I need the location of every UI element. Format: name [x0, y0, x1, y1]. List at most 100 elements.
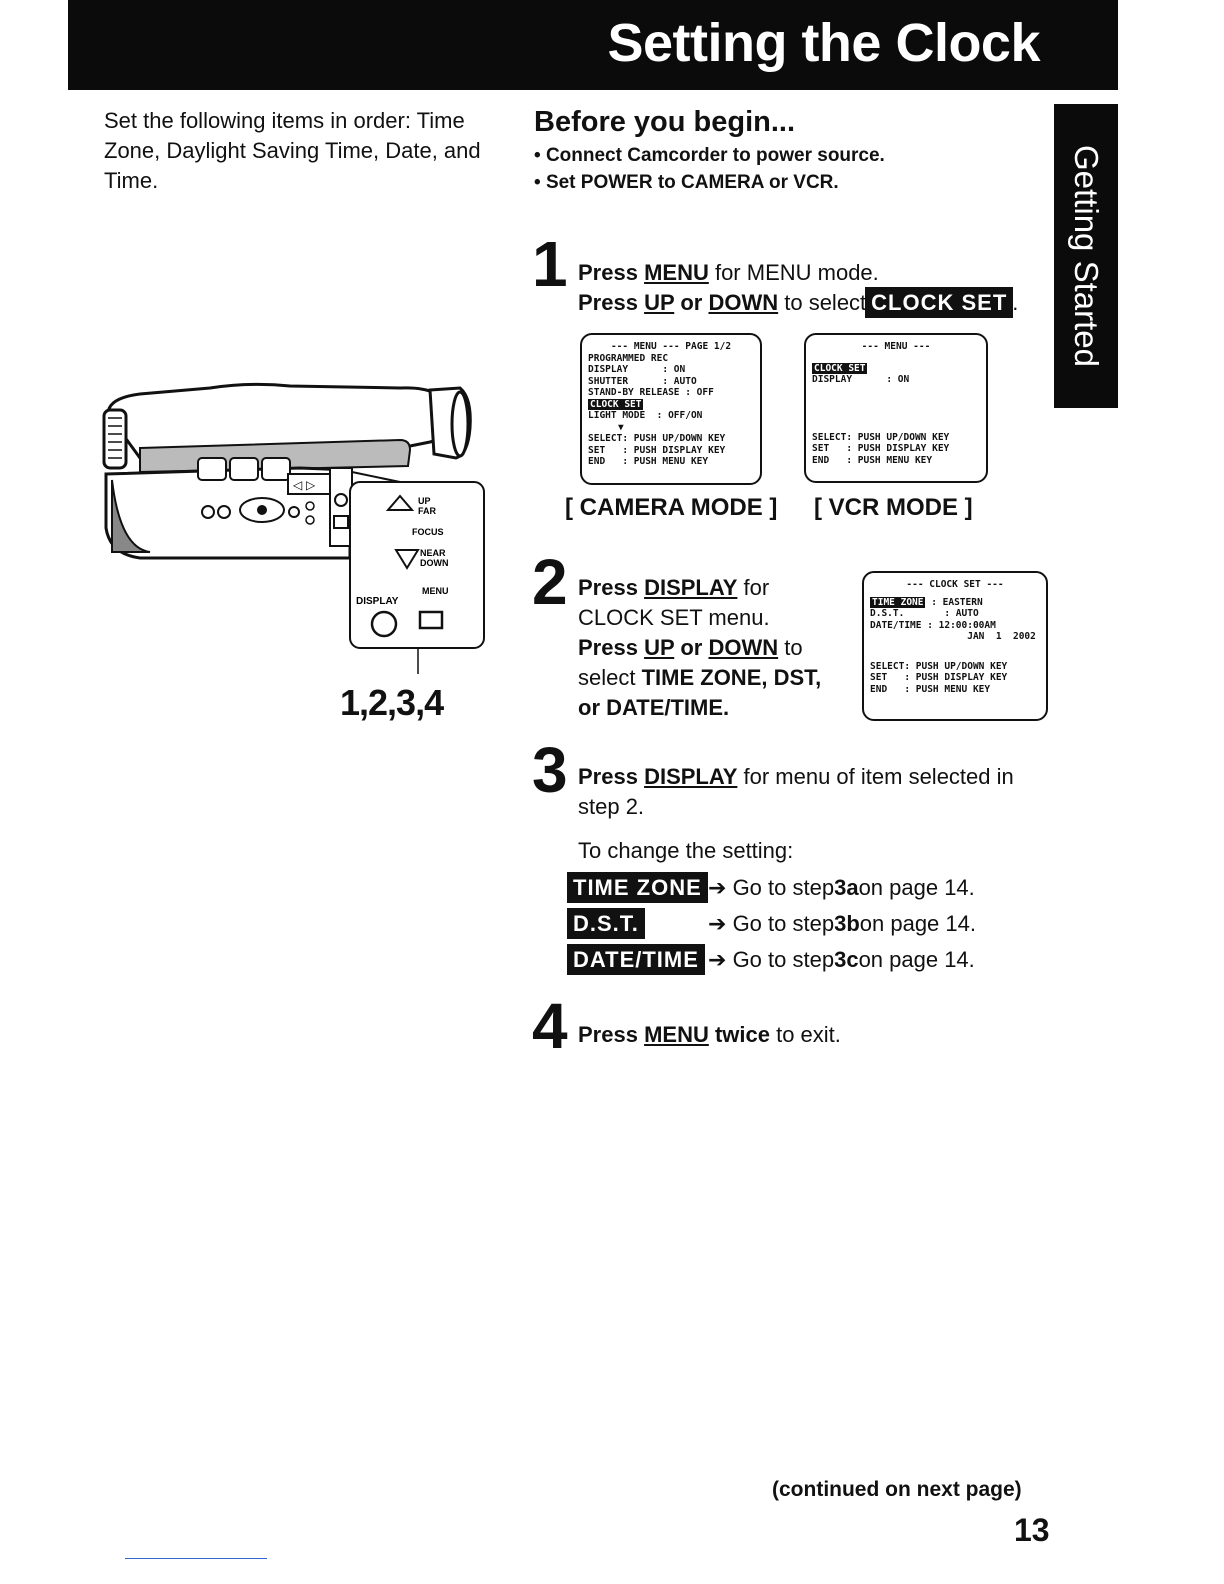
screen-footer-row: SET : PUSH DISPLAY KEY: [588, 444, 726, 456]
step-4-text: Press MENU twice to exit.: [578, 1020, 841, 1050]
step-1-number: 1: [532, 228, 568, 300]
text-segment: for: [737, 575, 770, 600]
text-segment: Press: [578, 575, 645, 600]
text-segment: on page 14.: [859, 911, 976, 936]
setting-options: TIME ZONE ➔ Go to step 3a on page 14. D.…: [567, 870, 976, 978]
near-label: NEAR: [420, 548, 446, 558]
screen-footer-row: SET : PUSH DISPLAY KEY: [812, 443, 950, 454]
continued-note: (continued on next page): [772, 1478, 1022, 1501]
text-segment: Go to step: [732, 947, 835, 972]
camcorder-illustration: ◁ ▷ UP FAR FOCUS NEAR DOWN DISPLAY MENU: [102, 382, 485, 674]
option-row: DATE/TIME ➔ Go to step 3c on page 14.: [567, 942, 976, 978]
footer-rule: [125, 1558, 267, 1559]
text-line: To change the setting:: [578, 838, 794, 863]
step-4-number: 4: [532, 990, 568, 1062]
step-2-number: 2: [532, 546, 568, 618]
option-row: D.S.T. ➔ Go to step 3b on page 14.: [567, 906, 976, 942]
step-ref-3b: 3b: [834, 911, 860, 936]
vcr-mode-screen: --- MENU --- CLOCK SET DISPLAY : ON SELE…: [804, 333, 988, 483]
menu-key: MENU: [644, 1022, 709, 1047]
date-time-tag: DATE/TIME: [567, 944, 705, 975]
before-list: Connect Camcorder to power source. Set P…: [534, 142, 885, 196]
text-segment: TIME ZONE, DST,: [641, 665, 822, 690]
text-segment: Go to step: [732, 875, 835, 900]
up-key: UP: [644, 290, 675, 315]
text-segment: Press: [578, 290, 645, 315]
screen-footer-row: SELECT: PUSH UP/DOWN KEY: [812, 431, 950, 443]
selected-item: CLOCK SET: [812, 362, 868, 374]
before-heading: Before you begin...: [534, 106, 796, 138]
display-key: DISPLAY: [644, 764, 738, 789]
screen-row: PROGRAMMED REC: [588, 352, 669, 364]
focus-label: FOCUS: [412, 527, 444, 537]
camera-mode-screen: --- MENU --- PAGE 1/2 PROGRAMMED REC DIS…: [580, 333, 762, 485]
clock-set-screen: --- CLOCK SET --- TIME ZONE : EASTERN D.…: [862, 571, 1048, 721]
arrow-right-icon: ➔: [708, 911, 727, 936]
title-bar: Setting the Clock: [68, 0, 1118, 90]
screen-row: JAN 1 2002: [870, 631, 1036, 642]
text-segment: or: [674, 635, 709, 660]
section-tab: Getting Started: [1054, 104, 1118, 408]
text-segment: or: [674, 290, 709, 315]
step-3-number: 3: [532, 734, 568, 806]
step-3-text: Press DISPLAY for menu of item selected …: [578, 762, 1014, 866]
text-segment: Press: [578, 635, 645, 660]
step-ref-3a: 3a: [834, 875, 859, 900]
screen-row: STAND-BY RELEASE : OFF: [588, 387, 714, 398]
screen-footer-row: END : PUSH MENU KEY: [588, 456, 709, 467]
text-line: or DATE/TIME.: [578, 695, 730, 720]
screen-row: DATE/TIME : 12:00:00AM: [870, 619, 996, 631]
screen-header: --- CLOCK SET ---: [906, 579, 1004, 590]
option-row: TIME ZONE ➔ Go to step 3a on page 14.: [567, 870, 976, 906]
menu-key: MENU: [644, 260, 709, 285]
text-segment: .: [1012, 290, 1019, 315]
text-segment: Press: [578, 260, 645, 285]
display-key: DISPLAY: [644, 575, 738, 600]
down-label: DOWN: [420, 558, 449, 568]
text-segment: on page 14.: [858, 875, 975, 900]
down-key: DOWN: [708, 635, 779, 660]
svg-text:◁ ▷: ◁ ▷: [292, 478, 316, 492]
text-segment: on page 14.: [858, 947, 975, 972]
text-segment: Press: [578, 764, 645, 789]
screen-header: --- MENU --- PAGE 1/2: [610, 341, 732, 352]
screen-row: SHUTTER : AUTO: [588, 375, 697, 387]
list-item: Connect Camcorder to power source.: [534, 142, 885, 169]
screen-footer-row: END : PUSH MENU KEY: [812, 454, 933, 466]
down-arrow-icon: ▼: [618, 421, 624, 433]
far-label: FAR: [418, 506, 437, 516]
step-reference: 1,2,3,4: [340, 682, 444, 723]
text-segment: Press: [578, 1022, 645, 1047]
screen-row: D.S.T. : AUTO: [870, 608, 979, 619]
vcr-mode-label: [ VCR MODE ]: [814, 494, 973, 521]
text-line: CLOCK SET menu.: [578, 605, 770, 630]
list-item: Set POWER to CAMERA or VCR.: [534, 169, 885, 196]
section-tab-label: Getting Started: [1068, 145, 1105, 367]
step-1-text: Press MENU for MENU mode. Press UP or DO…: [578, 258, 1018, 318]
down-key: DOWN: [708, 290, 779, 315]
selected-item: TIME ZONE: [870, 596, 926, 608]
dst-tag: D.S.T.: [567, 908, 645, 939]
up-label: UP: [418, 496, 431, 506]
screen-header: --- MENU ---: [861, 341, 931, 352]
text-segment: Go to step: [732, 911, 835, 936]
text-segment: to: [778, 635, 803, 660]
arrow-right-icon: ➔: [708, 947, 727, 972]
screen-row: LIGHT MODE : OFF/ON: [588, 410, 703, 421]
step-2-text: Press DISPLAY for CLOCK SET menu. Press …: [578, 573, 821, 723]
text-segment: for MENU mode.: [708, 260, 879, 285]
screen-footer-row: SELECT: PUSH UP/DOWN KEY: [588, 433, 726, 444]
page-number: 13: [1014, 1512, 1050, 1548]
text-segment: to exit.: [769, 1022, 841, 1047]
clock-set-tag: CLOCK SET: [865, 287, 1014, 318]
selected-item: CLOCK SET: [588, 398, 644, 410]
step-ref-3c: 3c: [834, 947, 859, 972]
screen-row: DISPLAY : ON: [812, 374, 910, 385]
arrow-right-icon: ➔: [708, 875, 727, 900]
menu-label: MENU: [422, 586, 449, 596]
text-segment: to select: [778, 290, 867, 315]
page-title: Setting the Clock: [607, 13, 1040, 73]
time-zone-tag: TIME ZONE: [567, 872, 708, 903]
screen-footer-row: SET : PUSH DISPLAY KEY: [870, 672, 1008, 683]
selected-value: : EASTERN: [925, 596, 983, 608]
